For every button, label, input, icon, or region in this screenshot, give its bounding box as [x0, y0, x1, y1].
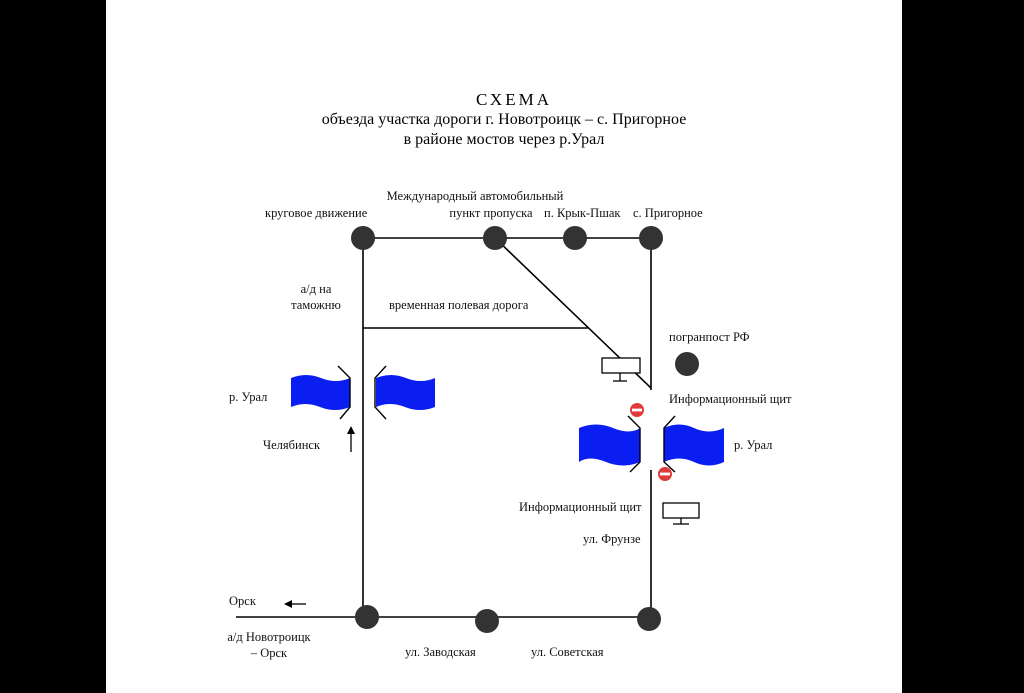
label-sovetskaya-street: ул. Советская [531, 645, 604, 659]
river-flag-icon [291, 375, 350, 410]
junction-dot-icon [475, 609, 499, 633]
river-right [579, 415, 724, 473]
label-kryk-pshak: п. Крык-Пшак [544, 206, 621, 220]
bridge-edge-left [337, 365, 351, 420]
label-prigornoe: с. Пригорное [633, 206, 703, 220]
no-entry-signs [630, 403, 672, 481]
label-customs-road-line2: таможню [291, 298, 341, 312]
label-novotroitsk-road-line1: а/д Новотроицк [227, 630, 311, 644]
label-checkpoint-line2: пункт пропуска [449, 206, 533, 220]
label-info-board-bottom: Информационный щит [519, 500, 642, 514]
label-checkpoint-line1: Международный автомобильный [386, 189, 564, 203]
river-flag-icon [579, 424, 640, 466]
arrow-left-icon [284, 600, 306, 608]
no-entry-sign-icon [658, 467, 672, 481]
bridge-edge-right [374, 365, 387, 420]
junction-dot-icon [637, 607, 661, 631]
title-subtitle-line1: объезда участка дороги г. Новотроицк – с… [321, 111, 687, 128]
label-international-checkpoint: Международный автомобильный пункт пропус… [360, 189, 590, 220]
info-board-icon [662, 502, 700, 525]
label-customs-road: а/д на таможню [286, 282, 346, 312]
junction-dot-icon [355, 605, 379, 629]
title-main: СХЕМА [476, 90, 552, 109]
bridge-edge-left [627, 415, 641, 473]
label-novotroitsk-orsk-road: а/д Новотроицк – Орск [214, 630, 324, 660]
title-subtitle-line2: в районе мостов через р.Урал [403, 131, 605, 148]
label-temporary-field-road: временная полевая дорога [389, 298, 529, 312]
scheme-sheet: СХЕМА объезда участка дороги г. Новотрои… [106, 0, 902, 693]
junction-dot-icon [639, 226, 663, 250]
junction-dot-icon [563, 226, 587, 250]
junction-dot-icon [483, 226, 507, 250]
scheme-drawing [236, 226, 724, 633]
no-entry-sign-icon [630, 403, 644, 417]
junction-dot-icon [351, 226, 375, 250]
label-ural-right: р. Урал [734, 438, 773, 452]
info-boards [601, 357, 700, 525]
bridge-edge-right [663, 415, 676, 473]
label-info-board-top: Информационный щит [669, 392, 792, 406]
label-orsk: Орск [229, 594, 256, 608]
label-novotroitsk-road-line2: – Орск [250, 646, 288, 660]
label-customs-road-line1: а/д на [300, 282, 332, 296]
label-frunze-street: ул. Фрунзе [583, 532, 641, 546]
label-ural-left: р. Урал [229, 390, 268, 404]
junctions [351, 226, 699, 633]
label-circular-traffic: круговое движение [265, 206, 368, 220]
info-board-icon [601, 357, 641, 382]
border-post-dot-icon [675, 352, 699, 376]
river-left [291, 365, 435, 420]
river-flag-icon [664, 424, 724, 466]
river-flag-icon [376, 375, 435, 410]
title-block: СХЕМА объезда участка дороги г. Новотрои… [106, 90, 902, 150]
label-chelyabinsk: Челябинск [263, 438, 321, 452]
arrows [284, 426, 355, 608]
label-border-post: погранпост РФ [669, 330, 750, 344]
arrow-up-icon [347, 426, 355, 452]
label-zavodskaya-street: ул. Заводская [405, 645, 476, 659]
